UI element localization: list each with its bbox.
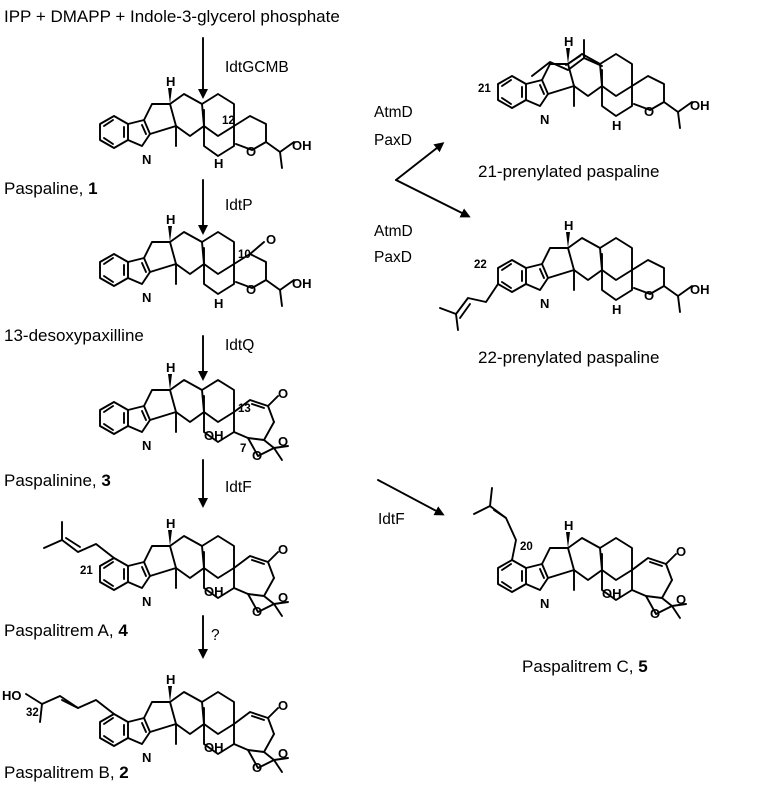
svg-text:O: O bbox=[278, 698, 288, 713]
label-paspaline: Paspaline, 1 bbox=[4, 179, 98, 198]
svg-text:7: 7 bbox=[240, 443, 246, 455]
svg-text:N: N bbox=[142, 594, 151, 609]
svg-text:OH: OH bbox=[292, 138, 312, 153]
label-paspalitrem-b: Paspalitrem B, 2 bbox=[4, 763, 129, 782]
svg-text:H: H bbox=[166, 672, 175, 687]
enzyme-idtf: IdtF bbox=[225, 479, 252, 496]
svg-text:32: 32 bbox=[26, 707, 39, 719]
arrow-side2 bbox=[395, 179, 471, 218]
structure-21-prenylated-paspaline: N H H O OH 21 bbox=[478, 34, 710, 133]
svg-text:O: O bbox=[278, 590, 288, 605]
svg-text:H: H bbox=[564, 34, 573, 49]
svg-text:O: O bbox=[252, 604, 262, 619]
svg-text:H: H bbox=[214, 156, 223, 171]
svg-text:20: 20 bbox=[520, 541, 533, 553]
svg-text:OH: OH bbox=[602, 586, 622, 601]
svg-text:O: O bbox=[278, 434, 288, 449]
enzyme-atmd-1: AtmD bbox=[374, 104, 413, 121]
arrow-side1 bbox=[395, 142, 445, 181]
svg-text:O: O bbox=[676, 544, 686, 559]
svg-text:H: H bbox=[612, 118, 621, 133]
svg-text:H: H bbox=[564, 518, 573, 533]
label-13-desoxypaxilline: 13-desoxypaxilline bbox=[4, 326, 144, 345]
structure-paspalinine: N H O O O OH 13 7 bbox=[99, 360, 289, 463]
svg-text:OH: OH bbox=[292, 276, 312, 291]
label-21-prenylated-paspaline: 21-prenylated paspaline bbox=[478, 162, 659, 181]
svg-text:H: H bbox=[564, 218, 573, 233]
arrow-side3 bbox=[377, 479, 445, 516]
svg-text:HO: HO bbox=[2, 688, 22, 703]
svg-text:N: N bbox=[540, 596, 549, 611]
svg-text:O: O bbox=[644, 104, 654, 119]
structure-paspalitrem-c: N H O O O OH 20 bbox=[473, 487, 687, 621]
enzyme-paxd-2: PaxD bbox=[374, 249, 412, 266]
structure-paspaline: N H H O OH 12 bbox=[99, 74, 312, 171]
svg-text:H: H bbox=[166, 212, 175, 227]
svg-text:H: H bbox=[166, 516, 175, 531]
enzyme-idtp: IdtP bbox=[225, 197, 253, 214]
structure-paspalitrem-b: N H O O O OH HO 32 bbox=[2, 672, 289, 775]
svg-text:12: 12 bbox=[222, 115, 235, 127]
svg-text:N: N bbox=[142, 750, 151, 765]
enzyme-atmd-2: AtmD bbox=[374, 223, 413, 240]
label-paspalinine: Paspalinine, 3 bbox=[4, 471, 111, 490]
svg-text:OH: OH bbox=[204, 428, 224, 443]
svg-text:OH: OH bbox=[204, 740, 224, 755]
svg-text:O: O bbox=[246, 282, 256, 297]
svg-text:10: 10 bbox=[238, 249, 251, 261]
svg-text:H: H bbox=[612, 302, 621, 317]
svg-text:O: O bbox=[278, 386, 288, 401]
svg-text:N: N bbox=[540, 296, 549, 311]
svg-text:OH: OH bbox=[690, 282, 710, 297]
structure-13-desoxypaxilline: N H H O O OH 10 bbox=[99, 212, 312, 311]
svg-text:N: N bbox=[142, 290, 151, 305]
substrates-text: IPP + DMAPP + Indole-3-glycerol phosphat… bbox=[4, 7, 340, 26]
svg-text:O: O bbox=[246, 144, 256, 159]
svg-text:N: N bbox=[142, 438, 151, 453]
svg-text:OH: OH bbox=[690, 98, 710, 113]
svg-text:O: O bbox=[252, 448, 262, 463]
svg-text:13: 13 bbox=[238, 403, 251, 415]
svg-text:N: N bbox=[142, 152, 151, 167]
structure-paspalitrem-a: N H O O O OH 21 bbox=[43, 516, 289, 619]
svg-text:O: O bbox=[278, 542, 288, 557]
label-paspalitrem-c: Paspalitrem C, 5 bbox=[522, 657, 648, 676]
svg-text:21: 21 bbox=[478, 83, 491, 95]
svg-text:O: O bbox=[644, 288, 654, 303]
svg-text:O: O bbox=[650, 606, 660, 621]
svg-text:H: H bbox=[166, 74, 175, 89]
svg-text:O: O bbox=[252, 760, 262, 775]
svg-text:21: 21 bbox=[80, 565, 93, 577]
svg-text:O: O bbox=[676, 592, 686, 607]
svg-text:22: 22 bbox=[474, 259, 487, 271]
label-22-prenylated-paspaline: 22-prenylated paspaline bbox=[478, 348, 659, 367]
enzyme-idtq: IdtQ bbox=[225, 337, 254, 354]
label-paspalitrem-a: Paspalitrem A, 4 bbox=[4, 621, 128, 640]
enzyme-unknown: ? bbox=[211, 627, 220, 644]
enzyme-paxd-1: PaxD bbox=[374, 132, 412, 149]
enzyme-idtgcmb: IdtGCMB bbox=[225, 59, 289, 76]
svg-text:N: N bbox=[540, 112, 549, 127]
enzyme-idtf-side: IdtF bbox=[378, 511, 405, 528]
svg-text:O: O bbox=[266, 232, 276, 247]
svg-text:OH: OH bbox=[204, 584, 224, 599]
svg-text:H: H bbox=[166, 360, 175, 375]
structure-22-prenylated-paspaline: N H H O OH 22 bbox=[439, 218, 710, 331]
svg-text:O: O bbox=[278, 746, 288, 761]
svg-text:H: H bbox=[214, 296, 223, 311]
